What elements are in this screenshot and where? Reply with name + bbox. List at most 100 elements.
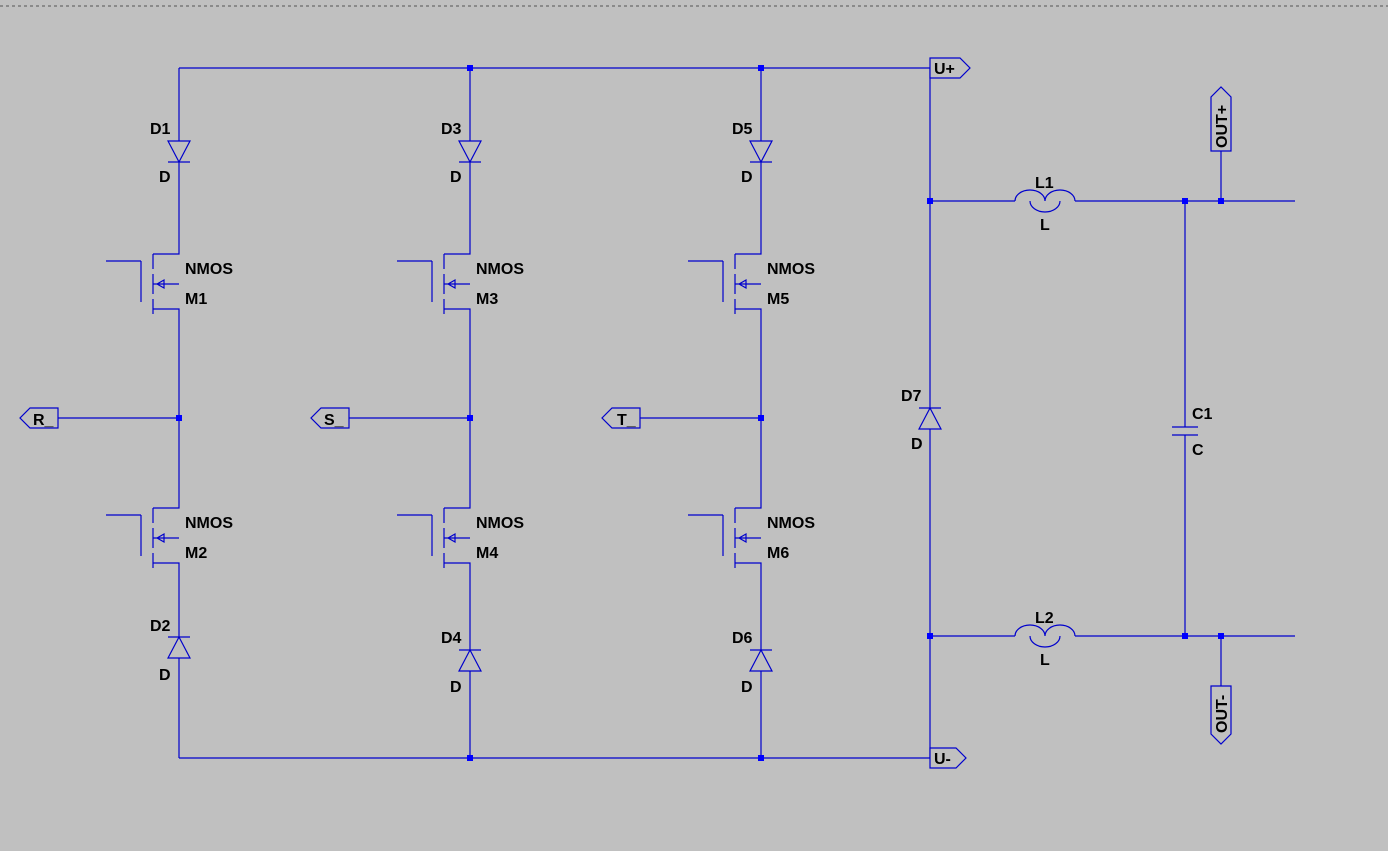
net-flag-r[interactable]: R_ <box>19 407 59 429</box>
net-flag-uminus[interactable]: U- <box>929 747 967 769</box>
label-m5-value: NMOS <box>767 261 815 278</box>
nmos-symbol <box>722 254 761 314</box>
net-label-uminus: U- <box>934 751 951 768</box>
wire[interactable] <box>153 162 180 255</box>
label-m2-value: NMOS <box>185 515 233 532</box>
wire[interactable] <box>735 562 762 650</box>
nmos-m1[interactable] <box>140 254 179 314</box>
nmos-m2[interactable] <box>140 508 179 568</box>
net-flag-t[interactable]: T_ <box>601 407 641 429</box>
diode-symbol <box>918 406 942 430</box>
diode-d2[interactable] <box>167 635 191 659</box>
net-flag-outminus[interactable]: OUT- <box>1210 685 1232 745</box>
flag-shape <box>929 747 967 769</box>
label-m5-name: M5 <box>767 291 789 308</box>
label-d1-name: D1 <box>150 121 171 138</box>
wire[interactable] <box>153 308 180 509</box>
nmos-symbol <box>722 508 761 568</box>
junction-dot <box>467 65 473 71</box>
inductor-l2[interactable] <box>1014 624 1076 648</box>
net-label-r: R_ <box>33 412 55 429</box>
net-label-outminus: OUT- <box>1214 695 1231 733</box>
nmos-m4[interactable] <box>431 508 470 568</box>
diode-symbol <box>167 140 191 164</box>
label-m4-value: NMOS <box>476 515 524 532</box>
junction-dot <box>1218 198 1224 204</box>
capacitor-symbol <box>1172 426 1198 436</box>
junction-dot <box>176 415 182 421</box>
junction-dot <box>758 755 764 761</box>
diode-symbol <box>458 648 482 672</box>
nmos-m6[interactable] <box>722 508 761 568</box>
wire[interactable] <box>735 162 762 255</box>
junction-dot <box>927 198 933 204</box>
junction-dot <box>467 415 473 421</box>
label-d4-value: D <box>450 679 462 696</box>
label-d6-value: D <box>741 679 753 696</box>
net-label-t: T_ <box>617 412 637 429</box>
label-d2-name: D2 <box>150 618 171 635</box>
flag-shape <box>1210 86 1232 152</box>
label-l1-value: L <box>1040 217 1050 234</box>
component-labels: D1 D D2 D D3 D D4 D D5 D D6 D D7 D NMOS … <box>150 121 1213 696</box>
diode-d5[interactable] <box>749 140 773 164</box>
junction-dot <box>758 65 764 71</box>
diode-d7[interactable] <box>918 406 942 430</box>
nmos-m5[interactable] <box>722 254 761 314</box>
label-l1-name: L1 <box>1035 175 1054 192</box>
label-m6-value: NMOS <box>767 515 815 532</box>
flag-shape <box>310 407 350 429</box>
label-d5-value: D <box>741 169 753 186</box>
junctions <box>176 65 1224 761</box>
label-m3-name: M3 <box>476 291 498 308</box>
label-d3-value: D <box>450 169 462 186</box>
label-d6-name: D6 <box>732 630 753 647</box>
net-label-outplus: OUT+ <box>1214 105 1231 148</box>
diode-d6[interactable] <box>749 648 773 672</box>
label-d3-name: D3 <box>441 121 462 138</box>
flag-shape <box>19 407 59 429</box>
diode-symbol <box>167 635 191 659</box>
net-flag-uplus[interactable]: U+ <box>929 57 971 79</box>
diode-symbol <box>749 140 773 164</box>
nmos-symbol <box>140 254 179 314</box>
junction-dot <box>1218 633 1224 639</box>
label-m2-name: M2 <box>185 545 207 562</box>
nmos-m3[interactable] <box>431 254 470 314</box>
wire[interactable] <box>444 308 471 509</box>
net-label-s: S_ <box>324 412 345 429</box>
label-d2-value: D <box>159 667 171 684</box>
wire[interactable] <box>444 562 471 650</box>
capacitor-c1[interactable] <box>1172 426 1198 436</box>
junction-dot <box>467 755 473 761</box>
flag-shape <box>1210 685 1232 745</box>
label-d1-value: D <box>159 169 171 186</box>
inductor-symbol <box>1014 624 1076 648</box>
diode-d1[interactable] <box>167 140 191 164</box>
label-d4-name: D4 <box>441 630 462 647</box>
label-c1-name: C1 <box>1192 406 1213 423</box>
wire[interactable] <box>735 308 762 509</box>
label-d5-name: D5 <box>732 121 753 138</box>
net-flag-s[interactable]: S_ <box>310 407 350 429</box>
inductor-l1[interactable] <box>1014 189 1076 213</box>
flag-shape <box>929 57 971 79</box>
junction-dot <box>1182 633 1188 639</box>
net-flag-outplus[interactable]: OUT+ <box>1210 86 1232 152</box>
junction-dot <box>758 415 764 421</box>
label-m6-name: M6 <box>767 545 789 562</box>
wire[interactable] <box>153 562 180 637</box>
nmos-symbol <box>431 508 470 568</box>
junction-dot <box>927 633 933 639</box>
diode-d3[interactable] <box>458 140 482 164</box>
junction-dot <box>1182 198 1188 204</box>
flag-shape <box>601 407 641 429</box>
label-l2-value: L <box>1040 652 1050 669</box>
wire[interactable] <box>444 162 471 255</box>
label-m1-value: NMOS <box>185 261 233 278</box>
label-d7-value: D <box>911 436 923 453</box>
diode-d4[interactable] <box>458 648 482 672</box>
inductor-symbol <box>1014 189 1076 213</box>
label-m3-value: NMOS <box>476 261 524 278</box>
